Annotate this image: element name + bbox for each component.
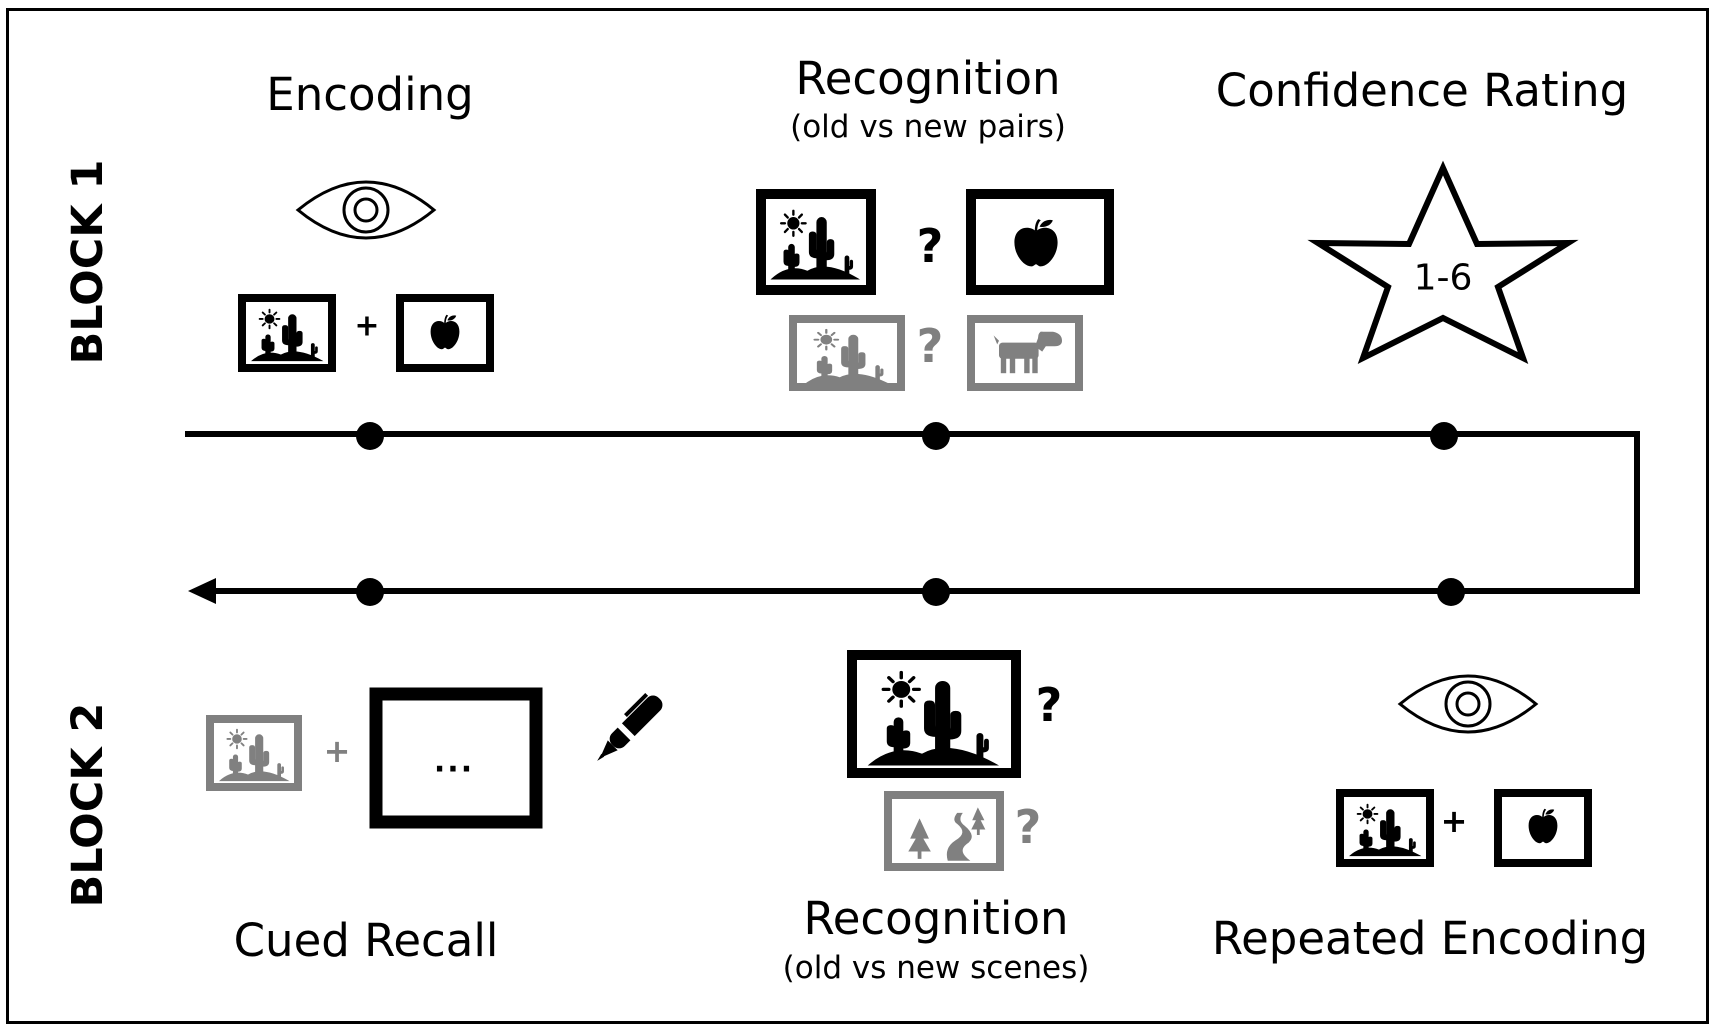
recognition-old-scene-large-frame xyxy=(847,650,1021,778)
repeated-encoding-eye-icon xyxy=(1398,674,1538,734)
encoding-scene-frame xyxy=(238,294,336,372)
figure-frame xyxy=(6,8,1709,1024)
cued-recall-plus: + xyxy=(323,732,351,770)
repeated-encoding-object-frame xyxy=(1494,789,1592,867)
recognition-old-object-frame xyxy=(966,189,1114,295)
cued-recall-title: Cued Recall xyxy=(233,914,499,967)
encoding-eye-icon xyxy=(296,180,436,240)
recognition-scenes-question-lure: ? xyxy=(1014,800,1042,854)
confidence-scale-label: 1-6 xyxy=(1413,257,1473,299)
timeline-node-confidence xyxy=(1430,422,1458,450)
cued-recall-scene-frame xyxy=(206,715,302,791)
recognition-pairs-question-old: ? xyxy=(916,219,944,273)
cued-recall-blank-text: ... xyxy=(433,744,475,780)
encoding-plus: + xyxy=(354,308,380,344)
confidence-title: Confidence Rating xyxy=(1215,64,1629,117)
block-2-label: BLOCK 2 xyxy=(63,702,113,908)
encoding-title: Encoding xyxy=(266,68,474,121)
recognition-scenes-question-old: ? xyxy=(1035,678,1063,732)
timeline-line xyxy=(185,431,1640,594)
timeline-node-encoding xyxy=(356,422,384,450)
timeline-node-repeated-encoding xyxy=(1437,578,1465,606)
timeline-arrowhead xyxy=(188,578,216,604)
recognition-scenes-subtitle: (old vs new scenes) xyxy=(782,950,1090,986)
timeline-node-cued-recall xyxy=(356,578,384,606)
encoding-object-frame xyxy=(396,294,494,372)
timeline-node-recognition-pairs xyxy=(922,422,950,450)
recognition-lure-scene-road-frame xyxy=(884,791,1004,871)
repeated-encoding-scene-frame xyxy=(1336,789,1434,867)
block-1-label: BLOCK 1 xyxy=(63,159,113,365)
timeline xyxy=(185,422,1640,606)
recognition-pairs-question-lure: ? xyxy=(916,319,944,373)
recognition-pairs-subtitle: (old vs new pairs) xyxy=(790,109,1066,145)
repeated-encoding-title: Repeated Encoding xyxy=(1211,912,1649,965)
recognition-scenes-title: Recognition xyxy=(803,892,1069,945)
recognition-lure-object-frame xyxy=(967,315,1083,391)
cued-recall-blank-frame xyxy=(369,687,543,829)
recognition-pairs-title: Recognition xyxy=(795,52,1061,105)
timeline-node-recognition-scenes xyxy=(922,578,950,606)
repeated-encoding-plus: + xyxy=(1440,802,1468,840)
confidence-star-icon xyxy=(1307,160,1579,365)
pen-icon xyxy=(597,692,663,761)
recognition-lure-scene-frame xyxy=(789,315,905,391)
recognition-old-scene-frame xyxy=(756,189,876,295)
